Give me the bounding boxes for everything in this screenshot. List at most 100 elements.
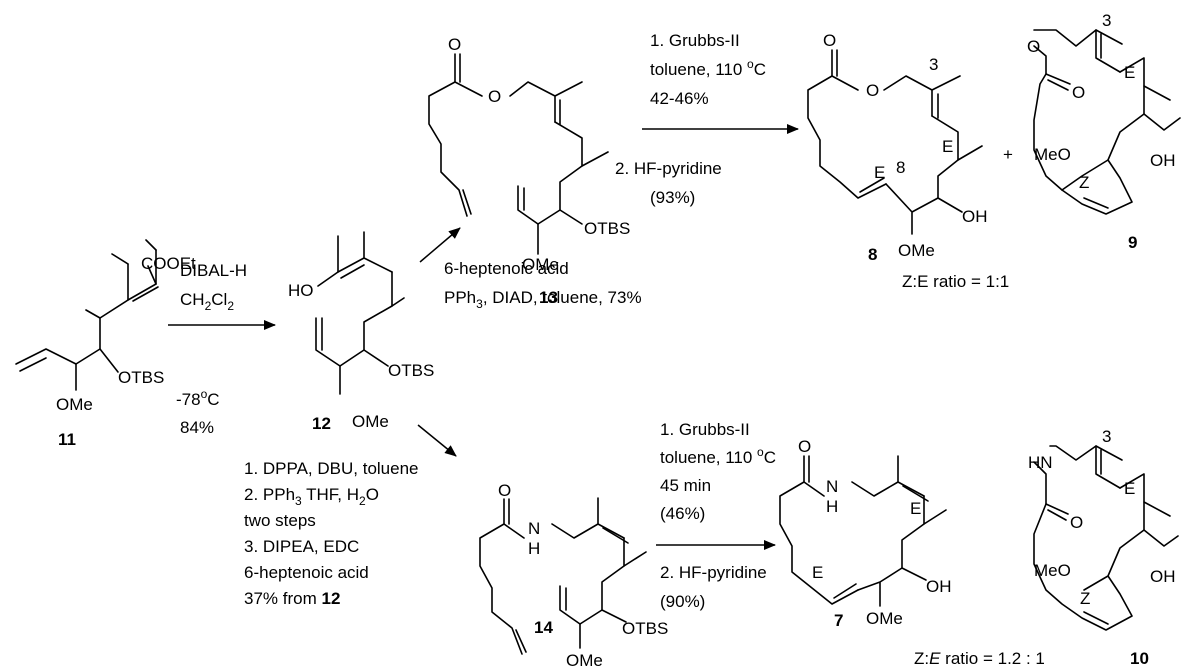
bond: [1083, 611, 1109, 625]
bond: [901, 523, 927, 581]
solvent-sub: 2: [205, 299, 212, 313]
bond: [1119, 473, 1171, 517]
bond: [559, 165, 583, 225]
rcm-top-conditions: 1. Grubbs-II toluene, 110 oC 42-46% 2. H…: [615, 31, 766, 207]
bond: [857, 567, 903, 607]
l2c: O: [366, 485, 379, 504]
t-deg: o: [747, 57, 754, 71]
l6b: 12: [321, 589, 340, 608]
bond: [831, 49, 859, 91]
hn-label: HN: [1028, 453, 1053, 472]
c8-locant: 8: [896, 158, 905, 177]
compound-number-10: 10: [1130, 649, 1149, 668]
arrow-12-to-13: [419, 227, 461, 263]
b-deg: o: [757, 445, 764, 459]
ring-o: O: [866, 81, 879, 100]
compound-number-7: 7: [834, 611, 843, 630]
rcm-bot-l6: (90%): [660, 592, 705, 611]
compound-number-9: 9: [1128, 233, 1137, 252]
reagent-dibal: DIBAL-H: [180, 261, 247, 280]
oh-label: OH: [962, 207, 988, 226]
e-label-2: E: [812, 563, 823, 582]
temp-degree: o: [201, 387, 208, 401]
bond: [509, 81, 583, 123]
ome-label: OMe: [56, 395, 93, 414]
arrow-12-to-14: [417, 424, 457, 457]
ome-label: OMe: [522, 255, 559, 274]
otbs-label: OTBS: [118, 368, 164, 387]
mitsunobu-rest: , DIAD, toluene, 73%: [483, 288, 642, 307]
carbonyl-o: O: [798, 437, 811, 456]
compound-number-13: 13: [539, 288, 558, 307]
step14-line4: 3. DIPEA, EDC: [244, 537, 359, 556]
l2-sub3: 3: [295, 494, 302, 508]
ratio-top: Z:E ratio = 1:1: [902, 272, 1009, 291]
bond: [515, 629, 527, 653]
step14-line6: 37% from 12: [244, 589, 340, 608]
ratio-rest: ratio = 1.2 : 1: [940, 649, 1044, 668]
t-l2a: toluene, 110: [650, 60, 747, 79]
bond: [779, 455, 859, 605]
bond: [1083, 197, 1109, 209]
bond: [1095, 445, 1121, 489]
step-14-conditions: 1. DPPA, DBU, toluene 2. PPh3 THF, H2O t…: [244, 459, 419, 608]
bond: [503, 497, 625, 539]
meo-label: MeO: [1034, 561, 1071, 580]
temperature-label: -78oC: [176, 387, 220, 409]
ho-label: HO: [288, 281, 314, 300]
bond: [1045, 73, 1071, 91]
c3-locant: 3: [1102, 11, 1111, 30]
step14-line2: 2. PPh3 THF, H2O: [244, 485, 379, 508]
compound-number-11: 11: [58, 430, 76, 449]
l2a: 2. PPh: [244, 485, 295, 504]
bond: [85, 309, 101, 319]
bond: [1033, 461, 1133, 631]
bond: [462, 189, 472, 215]
compound-14: O N H OTBS OMe 14: [479, 481, 668, 669]
bond: [1049, 445, 1123, 461]
solvent-cl: Cl: [211, 290, 227, 309]
step14-line5: 6-heptenoic acid: [244, 563, 369, 582]
compound-8: O O 3 8 E E OH OMe 8: [807, 31, 988, 264]
amide-n: N: [528, 519, 540, 538]
compound-12: HO OTBS OMe 12: [288, 231, 434, 433]
rcm-bot-l1: 1. Grubbs-II: [660, 420, 750, 439]
oh-label: OH: [1150, 567, 1176, 586]
rcm-bot-l5: 2. HF-pyridine: [660, 563, 767, 582]
bond: [931, 115, 983, 161]
bond: [99, 263, 129, 350]
bond: [807, 75, 887, 199]
bond: [554, 121, 609, 167]
e-label: E: [1124, 63, 1135, 82]
ome-label: OMe: [352, 412, 389, 431]
otbs-label: OTBS: [388, 361, 434, 380]
pph-sub: 3: [476, 297, 483, 311]
bond: [1143, 501, 1179, 547]
carbonyl-o: O: [448, 35, 461, 54]
bond: [1083, 529, 1145, 591]
step14-line3: two steps: [244, 511, 316, 530]
e-label-1: E: [910, 499, 921, 518]
amide-h: H: [826, 497, 838, 516]
ester-label: COOEt: [141, 254, 196, 273]
ratio-bottom: Z:E ratio = 1.2 : 1: [914, 649, 1045, 668]
l2b: THF, H: [302, 485, 359, 504]
bond: [75, 348, 119, 373]
bond: [1095, 29, 1121, 73]
rcm-bottom-conditions: 1. Grubbs-II toluene, 110 oC 45 min (46%…: [660, 420, 776, 611]
oh-label: OH: [926, 577, 952, 596]
ome-label: OMe: [566, 651, 603, 669]
compound-10: HN O 3 E Z MeO OH 10: [1028, 427, 1179, 668]
e-label-1: E: [942, 137, 953, 156]
bond: [132, 286, 159, 302]
solvent-label: CH2Cl2: [180, 290, 234, 313]
c3-locant: 3: [929, 55, 938, 74]
carbonyl-o: O: [498, 481, 511, 500]
rcm-bot-l4: (46%): [660, 504, 705, 523]
l6a: 37% from: [244, 589, 321, 608]
compound-7: O N H E E OH OMe 7: [779, 437, 952, 630]
rcm-top-l1: 1. Grubbs-II: [650, 31, 740, 50]
compound-9: O O 3 E Z MeO OH 9: [1027, 11, 1181, 252]
rcm-top-l3: 42-46%: [650, 89, 709, 108]
